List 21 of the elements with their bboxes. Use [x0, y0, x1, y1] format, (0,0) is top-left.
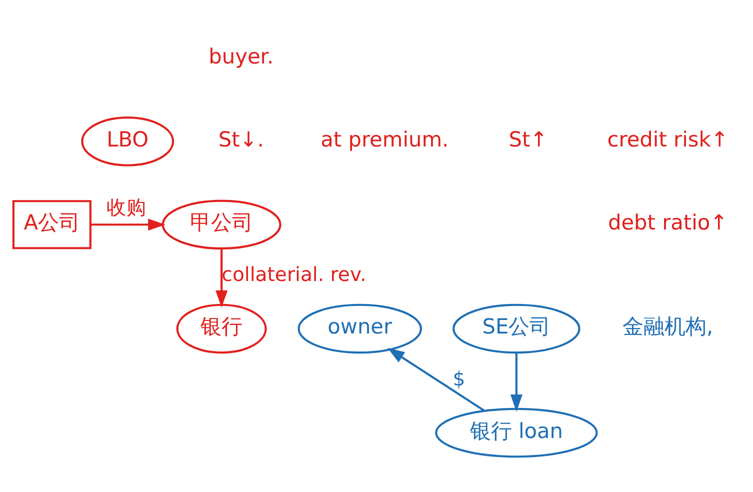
node-box: A公司	[12, 200, 92, 250]
label: 金融机构,	[622, 314, 714, 339]
arrow	[216, 248, 228, 308]
node-ellipse: 甲公司	[162, 200, 282, 250]
arrow	[387, 348, 485, 412]
node-ellipse: LBO	[81, 116, 174, 166]
edge-label: collaterial. rev.	[222, 263, 366, 286]
label: credit risk↑	[607, 127, 728, 152]
label: at premium.	[320, 127, 449, 152]
arrow	[510, 353, 522, 412]
label: buyer.	[208, 44, 274, 69]
node-ellipse: owner	[298, 304, 422, 354]
edge-label: $	[452, 367, 466, 390]
edge-label: 收购	[106, 196, 146, 220]
node-ellipse: SE公司	[452, 304, 580, 354]
label: debt ratio↑	[608, 210, 728, 235]
arrow	[90, 218, 166, 231]
label: St↓.	[218, 127, 264, 152]
label: St↑	[508, 127, 548, 152]
node-ellipse: 银行	[176, 304, 267, 354]
node-ellipse: 银行 loan	[435, 408, 598, 458]
